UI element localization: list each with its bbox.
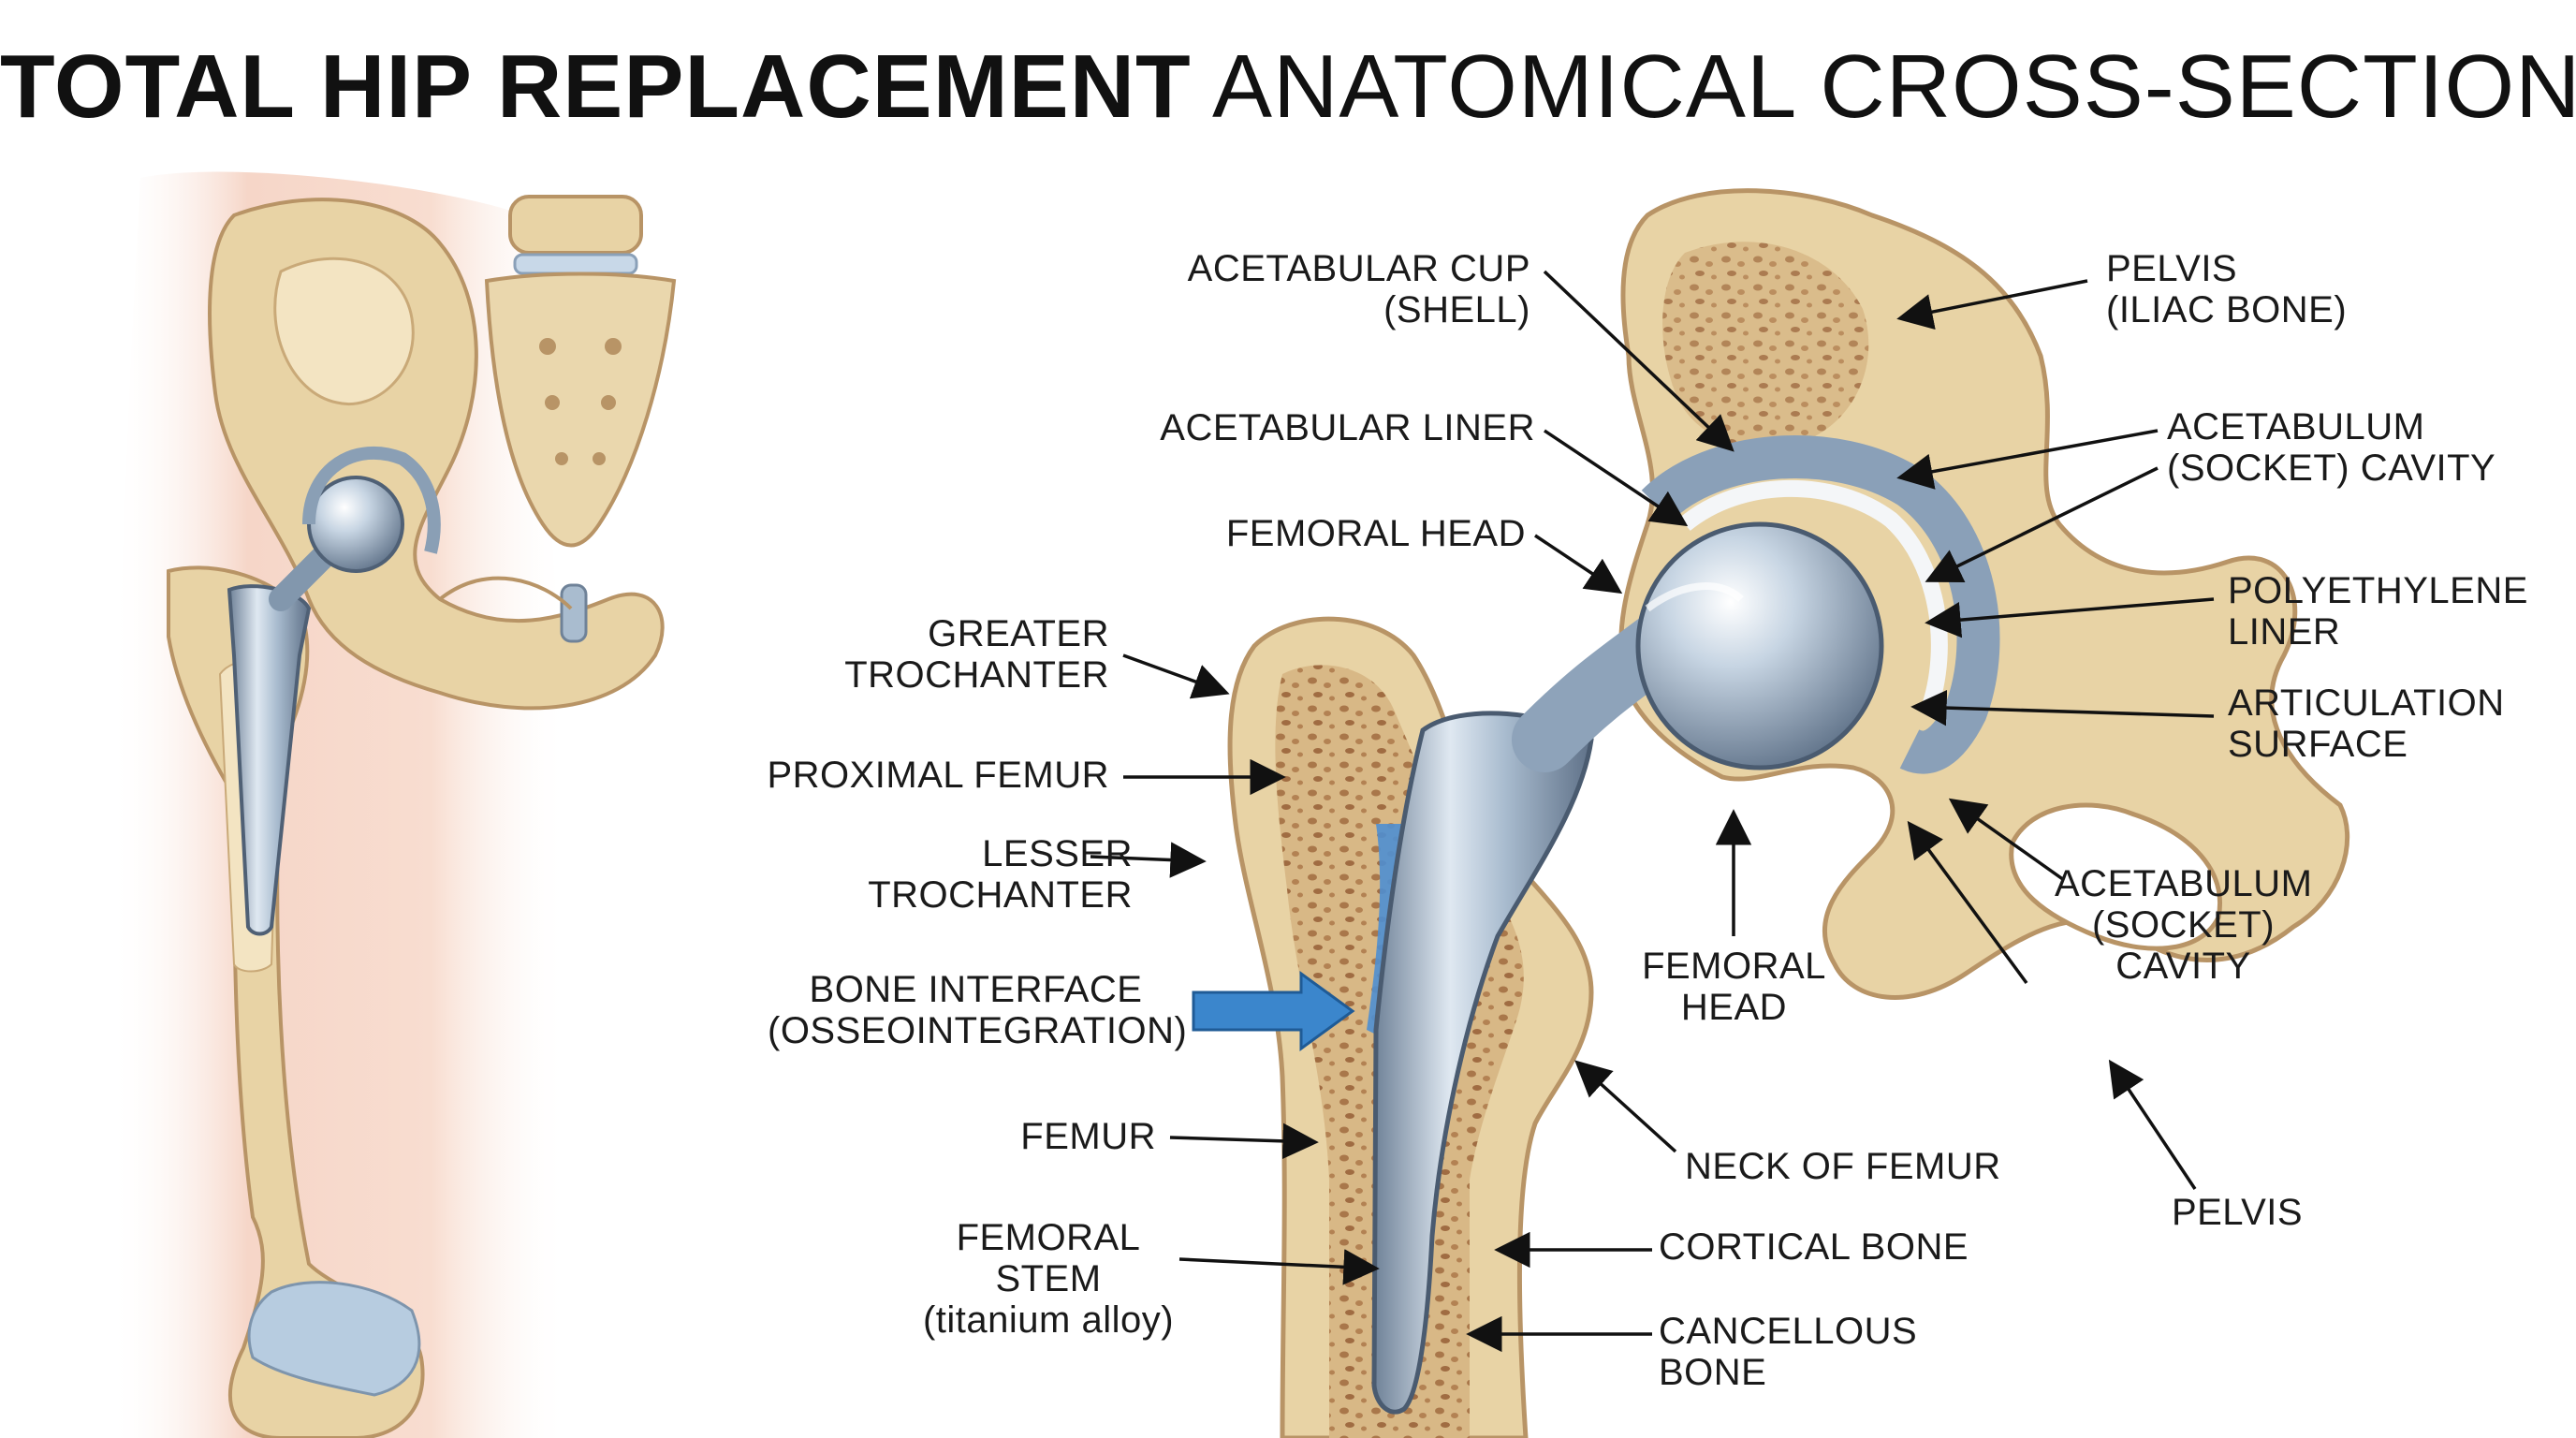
label-proximal-femur: PROXIMAL FEMUR <box>730 755 1109 796</box>
label-pelvis-iliac: PELVIS (ILIAC BONE) <box>2106 248 2443 330</box>
label-bone-interface: BONE INTERFACE (OSSEOINTEGRATION) <box>768 969 1184 1051</box>
leader-pelvis-low <box>2111 1063 2195 1189</box>
overview-ball <box>309 477 402 571</box>
label-acetabular-cup: ACETABULAR CUP (SHELL) <box>1105 248 1530 330</box>
label-neck-of-femur: NECK OF FEMUR <box>1685 1146 2012 1187</box>
label-femoral-stem: FEMORAL STEM (titanium alloy) <box>922 1217 1175 1341</box>
pubic-symphysis <box>562 585 586 641</box>
label-acetabulum-cavity-top: ACETABULUM (SOCKET) CAVITY <box>2167 406 2560 489</box>
label-articulation-surface: ARTICULATION SURFACE <box>2228 682 2546 765</box>
label-pelvis-low: PELVIS <box>2144 1192 2331 1233</box>
label-acetabular-liner: ACETABULAR LINER <box>1086 407 1535 448</box>
overview-leg <box>110 172 674 1438</box>
label-cortical-bone: CORTICAL BONE <box>1659 1226 1977 1268</box>
label-greater-trochanter: GREATER TROCHANTER <box>824 613 1109 696</box>
label-polyethylene-liner: POLYETHYLENE LINER <box>2228 570 2546 653</box>
leader-femoral-head-top <box>1535 536 1619 592</box>
label-femur: FEMUR <box>936 1116 1156 1157</box>
leader-neck <box>1577 1063 1676 1152</box>
label-acetabulum-cavity-low: ACETABULUM (SOCKET) CAVITY <box>2055 863 2312 987</box>
label-cancellous-bone: CANCELLOUS BONE <box>1659 1311 1939 1393</box>
femoral-head-ball <box>1638 524 1881 768</box>
label-femoral-head-low: FEMORAL HEAD <box>1629 946 1839 1028</box>
leader-greater-trochanter <box>1123 655 1226 693</box>
spinal-disc <box>515 255 637 273</box>
label-lesser-trochanter: LESSER TROCHANTER <box>824 833 1133 916</box>
vertebra-1 <box>510 197 641 253</box>
label-femoral-head-top: FEMORAL HEAD <box>1123 513 1526 554</box>
